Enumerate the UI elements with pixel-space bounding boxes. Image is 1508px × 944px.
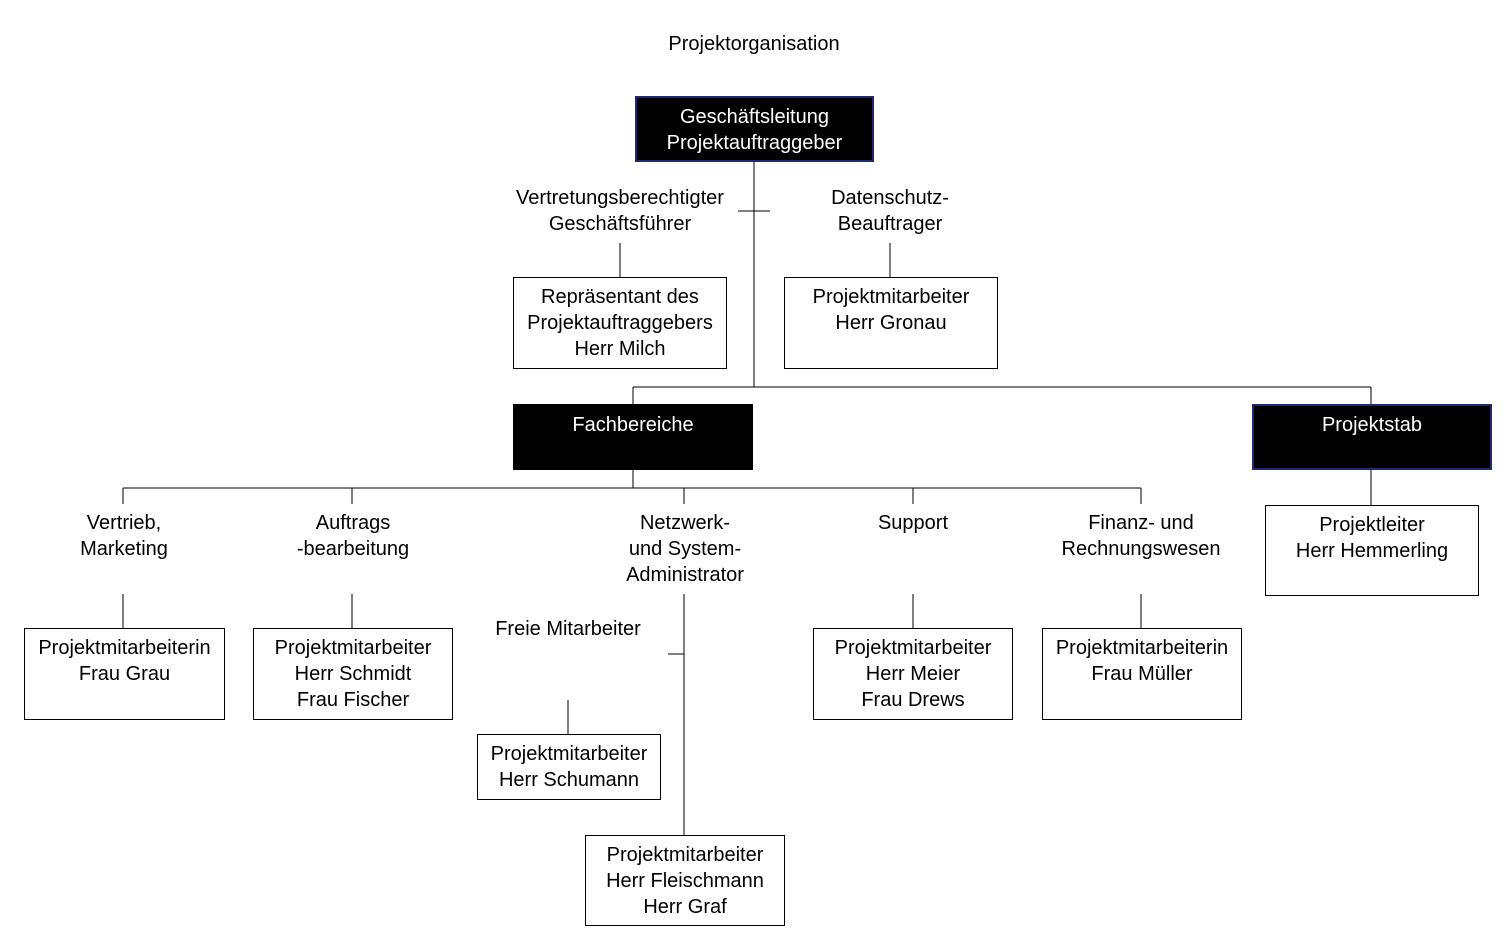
node-line: Projektauftraggeber — [666, 132, 843, 154]
node-line: Herr Schumann — [498, 769, 640, 791]
node-meier: Projektmitarbeiter Herr Meier Frau Drews — [813, 628, 1013, 720]
node-line: Projektmitarbeiter — [812, 286, 970, 308]
node-line: Herr Graf — [643, 896, 727, 918]
label-line: Finanz- und — [1088, 512, 1194, 534]
label-finanz: Finanz- und Rechnungswesen — [1062, 510, 1221, 562]
node-line: Geschäftsleitung — [680, 106, 829, 128]
node-line: Projektmitarbeiter — [490, 743, 648, 765]
node-line: Projektmitarbeiter — [274, 637, 432, 659]
label-line: Geschäftsführer — [548, 213, 692, 235]
label-auftrag: Auftrags -bearbeitung — [297, 510, 409, 562]
node-line: Frau Müller — [1091, 663, 1193, 685]
label-line: -bearbeitung — [296, 538, 410, 560]
node-line: Herr Schmidt — [294, 663, 412, 685]
node-line: Herr Hemmerling — [1295, 540, 1449, 562]
node-fachbereiche: Fachbereiche — [513, 404, 753, 470]
node-fleischmann: Projektmitarbeiter Herr Fleischmann Herr… — [585, 835, 785, 926]
label-line: Netzwerk- — [639, 512, 730, 534]
node-gronau: Projektmitarbeiter Herr Gronau — [784, 277, 998, 369]
label-line: und System- — [628, 538, 742, 560]
node-schmidt: Projektmitarbeiter Herr Schmidt Frau Fis… — [253, 628, 453, 720]
node-line: Projektauftraggebers — [527, 312, 713, 334]
node-mueller: Projektmitarbeiterin Frau Müller — [1042, 628, 1242, 720]
node-line: Herr Gronau — [835, 312, 947, 334]
label-line: Beauftrager — [837, 213, 943, 235]
node-line: Herr Meier — [865, 663, 961, 685]
label-line: Vertretungsberechtigter — [516, 187, 724, 209]
node-hemmerling: Projektleiter Herr Hemmerling — [1265, 505, 1479, 596]
label-line: Administrator — [626, 564, 744, 586]
label-vertreter: Vertretungsberechtigter Geschäftsführer — [516, 185, 724, 237]
label-line: Freie Mitarbeiter — [495, 618, 641, 640]
node-line: Repräsentant des — [541, 286, 699, 308]
label-netzwerk: Netzwerk- und System- Administrator — [626, 510, 744, 588]
node-line: Projektmitarbeiter — [606, 844, 764, 866]
label-line: Marketing — [80, 538, 168, 560]
node-line: Projektleiter — [1319, 514, 1425, 536]
label-line: Vertrieb, — [86, 512, 162, 534]
node-line: Frau Drews — [861, 689, 965, 711]
node-line: Frau Fischer — [296, 689, 410, 711]
node-repraesentant: Repräsentant des Projektauftraggebers He… — [513, 277, 727, 369]
label-datenschutz: Datenschutz- Beauftrager — [831, 185, 949, 237]
node-line: Projektmitarbeiter — [834, 637, 992, 659]
node-grau: Projektmitarbeiterin Frau Grau — [24, 628, 225, 720]
label-line: Rechnungswesen — [1061, 538, 1221, 560]
node-line: Projektmitarbeiterin — [1055, 637, 1229, 659]
node-line: Projektstab — [1321, 414, 1423, 436]
node-geschaeftsleitung: Geschäftsleitung Projektauftraggeber — [635, 96, 874, 162]
node-line: Herr Milch — [574, 338, 666, 360]
label-freie-mitarbeiter: Freie Mitarbeiter — [495, 616, 641, 642]
node-line: Projektmitarbeiterin — [38, 637, 211, 659]
label-line: Datenschutz- — [831, 187, 949, 209]
chart-title: Projektorganisation — [668, 33, 840, 55]
node-line: Herr Fleischmann — [606, 870, 764, 892]
node-schumann: Projektmitarbeiter Herr Schumann — [477, 734, 661, 800]
label-vertrieb: Vertrieb, Marketing — [80, 510, 168, 562]
node-projektstab: Projektstab — [1252, 404, 1492, 470]
node-line: Frau Grau — [78, 663, 171, 685]
label-support: Support — [878, 510, 948, 536]
label-line: Auftrags — [315, 512, 391, 534]
node-line: Fachbereiche — [572, 414, 694, 436]
label-line: Support — [877, 512, 949, 534]
